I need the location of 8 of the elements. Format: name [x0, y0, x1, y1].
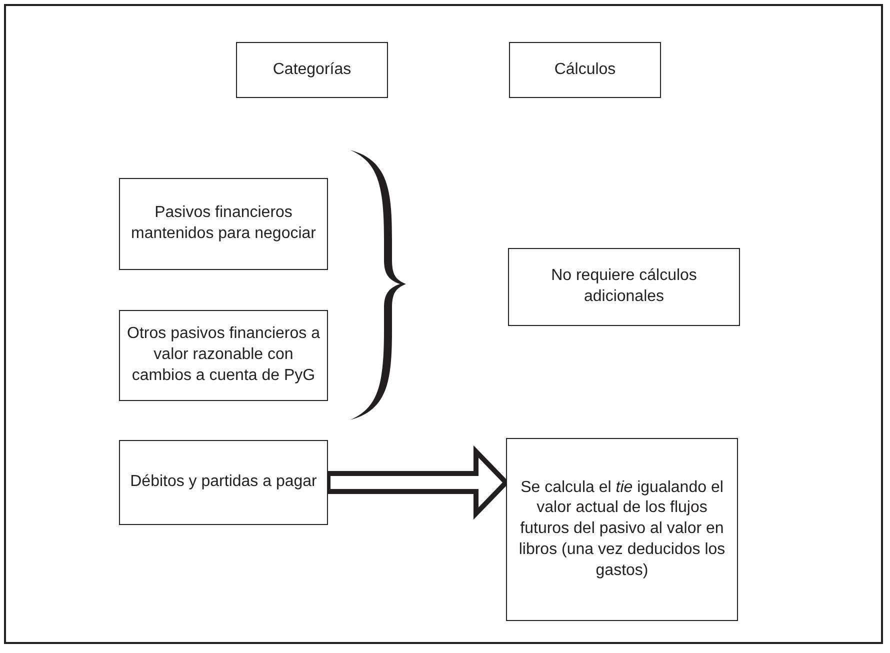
text-box: Cálculos	[509, 42, 661, 98]
text-box: Pasivos financieros mantenidos para negociar	[119, 178, 328, 270]
text-box: No requiere cálculos adicionales	[508, 248, 740, 326]
text-box: Categorías	[236, 42, 388, 98]
text-box: Se calcula el tie igualando el valor actual de los flujos futuros del pasivo al valor en libros (una vez deducidos los gastos)	[506, 438, 738, 621]
text-box: Débitos y partidas a pagar	[119, 440, 328, 525]
curly-brace	[348, 150, 408, 420]
text-box: Otros pasivos financieros a valor razonable con cambios a cuenta de PyG	[119, 310, 328, 401]
